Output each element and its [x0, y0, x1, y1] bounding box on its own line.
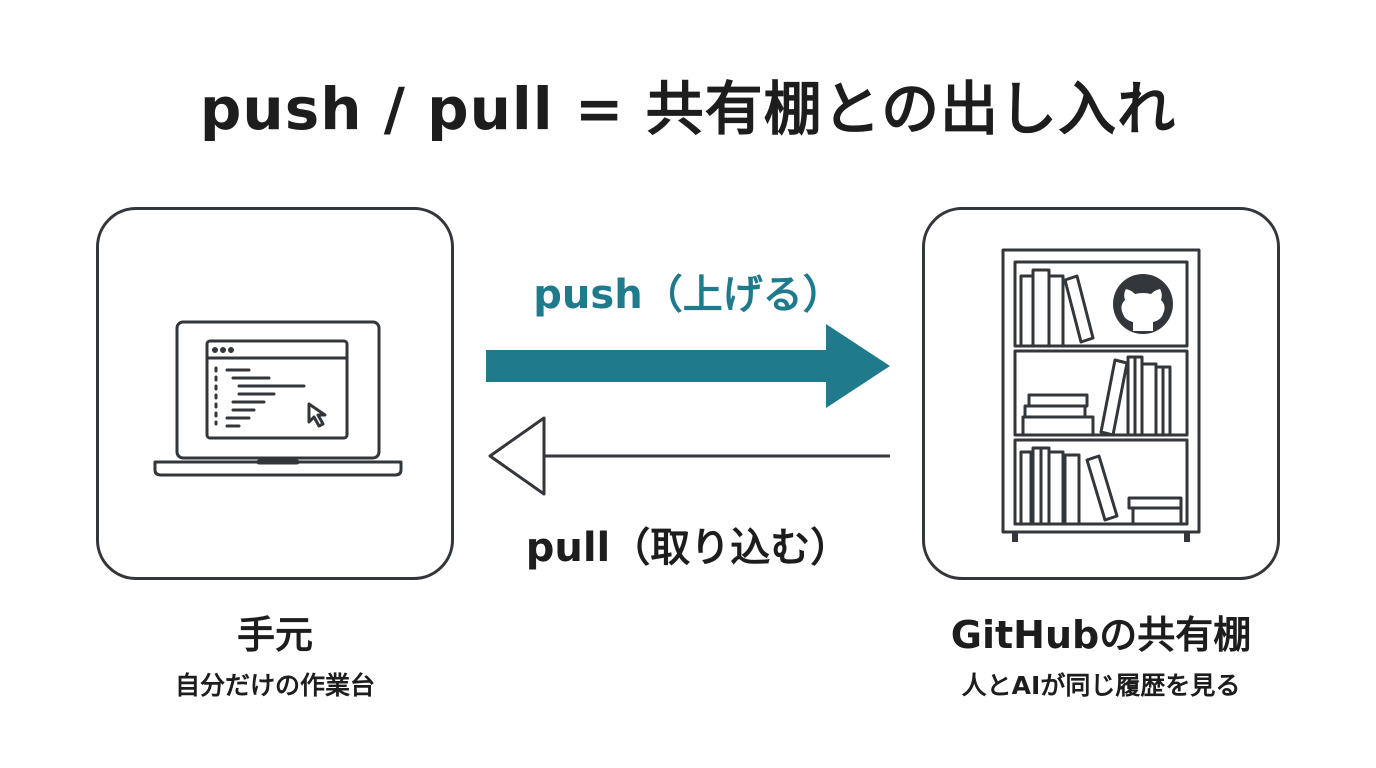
arrows: [486, 324, 890, 496]
push-arrow: [486, 324, 890, 408]
local-name: 手元: [236, 613, 313, 657]
remote-description: 人とAIが同じ履歴を見る: [961, 671, 1241, 700]
remote-card: [922, 207, 1280, 580]
remote-name: GitHubの共有棚: [950, 613, 1252, 657]
page-title: push / pull = 共有棚との出し入れ: [199, 75, 1177, 143]
github-icon: [1113, 274, 1173, 334]
bookshelf-icon: [1001, 248, 1201, 542]
push-label: push（上げる）: [533, 272, 843, 318]
pull-label: pull（取り込む）: [525, 525, 851, 571]
pull-arrow: [488, 416, 890, 496]
laptop-icon: [153, 320, 403, 477]
local-card: [96, 207, 454, 580]
local-description: 自分だけの作業台: [174, 671, 375, 700]
